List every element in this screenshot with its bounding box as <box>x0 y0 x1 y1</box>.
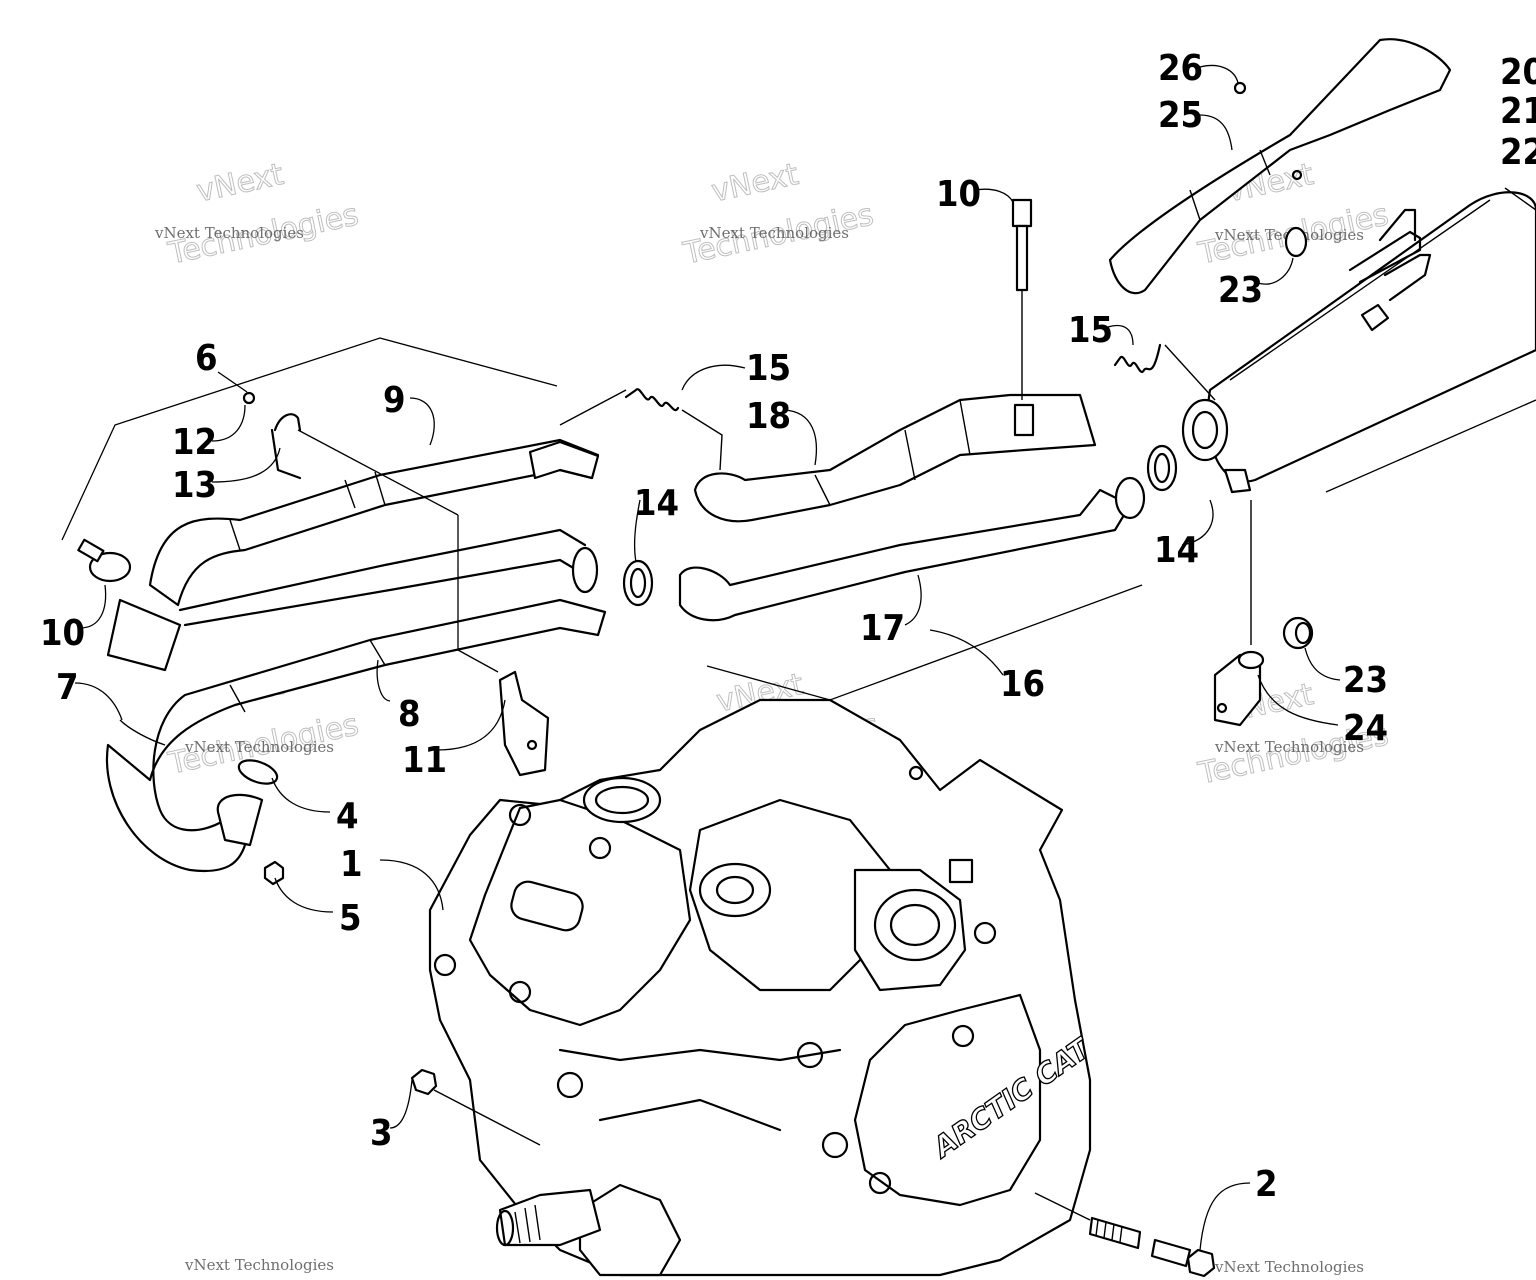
leader-lines <box>74 64 1341 1251</box>
muffler-bracket-24 <box>1213 500 1265 727</box>
exhaust-header-pipe-upper <box>148 438 600 607</box>
callout-15-right: 15 <box>1068 310 1113 351</box>
callout-26: 26 <box>1158 48 1203 89</box>
callout-10-left: 10 <box>40 613 85 654</box>
callout-25: 25 <box>1158 95 1203 136</box>
callout-18: 18 <box>746 396 791 437</box>
callout-13: 13 <box>172 465 217 506</box>
grommet-23-lower <box>1282 616 1314 650</box>
mid-pipe-18 <box>693 393 1097 523</box>
heat-shield-7 <box>106 598 182 672</box>
callout-7: 7 <box>56 667 79 708</box>
nut-5 <box>263 860 285 886</box>
exhaust-outlet-flange <box>216 793 264 847</box>
callout-14-left: 14 <box>634 483 679 524</box>
watermark-word: vNext <box>194 157 287 210</box>
watermark-text: vNext Technologies <box>1214 738 1364 756</box>
gasket-14-left <box>571 546 654 607</box>
callout-23-upper: 23 <box>1218 270 1263 311</box>
mounting-bracket-11 <box>498 670 550 777</box>
watermark-text: vNext Technologies <box>1214 1258 1364 1276</box>
hanger-spring-12-13 <box>242 391 302 480</box>
callout-20: 20 <box>1500 52 1536 93</box>
exhaust-header-pipe-lower <box>105 598 607 873</box>
callout-11: 11 <box>402 740 447 781</box>
callout-1: 1 <box>340 844 363 885</box>
nut-3 <box>410 1068 541 1146</box>
bolt-2 <box>1034 1192 1216 1278</box>
engine-1: ARCTIC CAT <box>428 698 1098 1277</box>
callout-15-left: 15 <box>746 348 791 389</box>
callout-9: 9 <box>383 380 406 421</box>
watermark-text: vNext Technologies <box>184 738 334 756</box>
exhaust-flange-4 <box>237 759 279 785</box>
heat-shield-25 <box>1108 38 1452 295</box>
watermark-text: vNext Technologies <box>154 224 304 242</box>
callout-labels: 1 2 3 4 5 6 7 8 9 10 10 11 12 13 14 14 1… <box>40 48 1536 1205</box>
callout-4: 4 <box>336 796 359 837</box>
callout-3: 3 <box>370 1113 393 1154</box>
exhaust-header-pipe-middle <box>178 528 587 627</box>
callout-21: 21 <box>1500 91 1536 132</box>
mid-pipe-17 <box>678 476 1146 622</box>
callout-10-right: 10 <box>936 174 981 215</box>
pipe-tubes-muffler <box>1348 208 1432 332</box>
gasket-14-right <box>1146 444 1178 492</box>
muffler-inlet <box>1181 398 1252 494</box>
callout-16: 16 <box>1000 664 1045 705</box>
watermark-text: vNext Technologies <box>699 224 849 242</box>
spring-15-right <box>1113 343 1216 401</box>
watermark-text: vNext Technologies <box>184 1256 334 1274</box>
callout-14-right: 14 <box>1154 530 1199 571</box>
watermark-word: vNext <box>709 157 802 210</box>
callout-22: 22 <box>1500 132 1536 173</box>
callout-23-lower: 23 <box>1343 660 1388 701</box>
callout-2: 2 <box>1255 1164 1278 1205</box>
screw-26 <box>1233 81 1247 95</box>
callout-6: 6 <box>195 338 218 379</box>
spring-15-left <box>559 388 723 471</box>
callout-17: 17 <box>860 608 905 649</box>
callout-8: 8 <box>398 694 421 735</box>
grommet-23-upper <box>1284 226 1308 258</box>
callout-12: 12 <box>172 422 217 463</box>
clamp-10-right <box>1011 198 1033 400</box>
callout-5: 5 <box>339 898 362 939</box>
callout-24: 24 <box>1343 708 1388 749</box>
clamp-10-left <box>77 538 132 583</box>
